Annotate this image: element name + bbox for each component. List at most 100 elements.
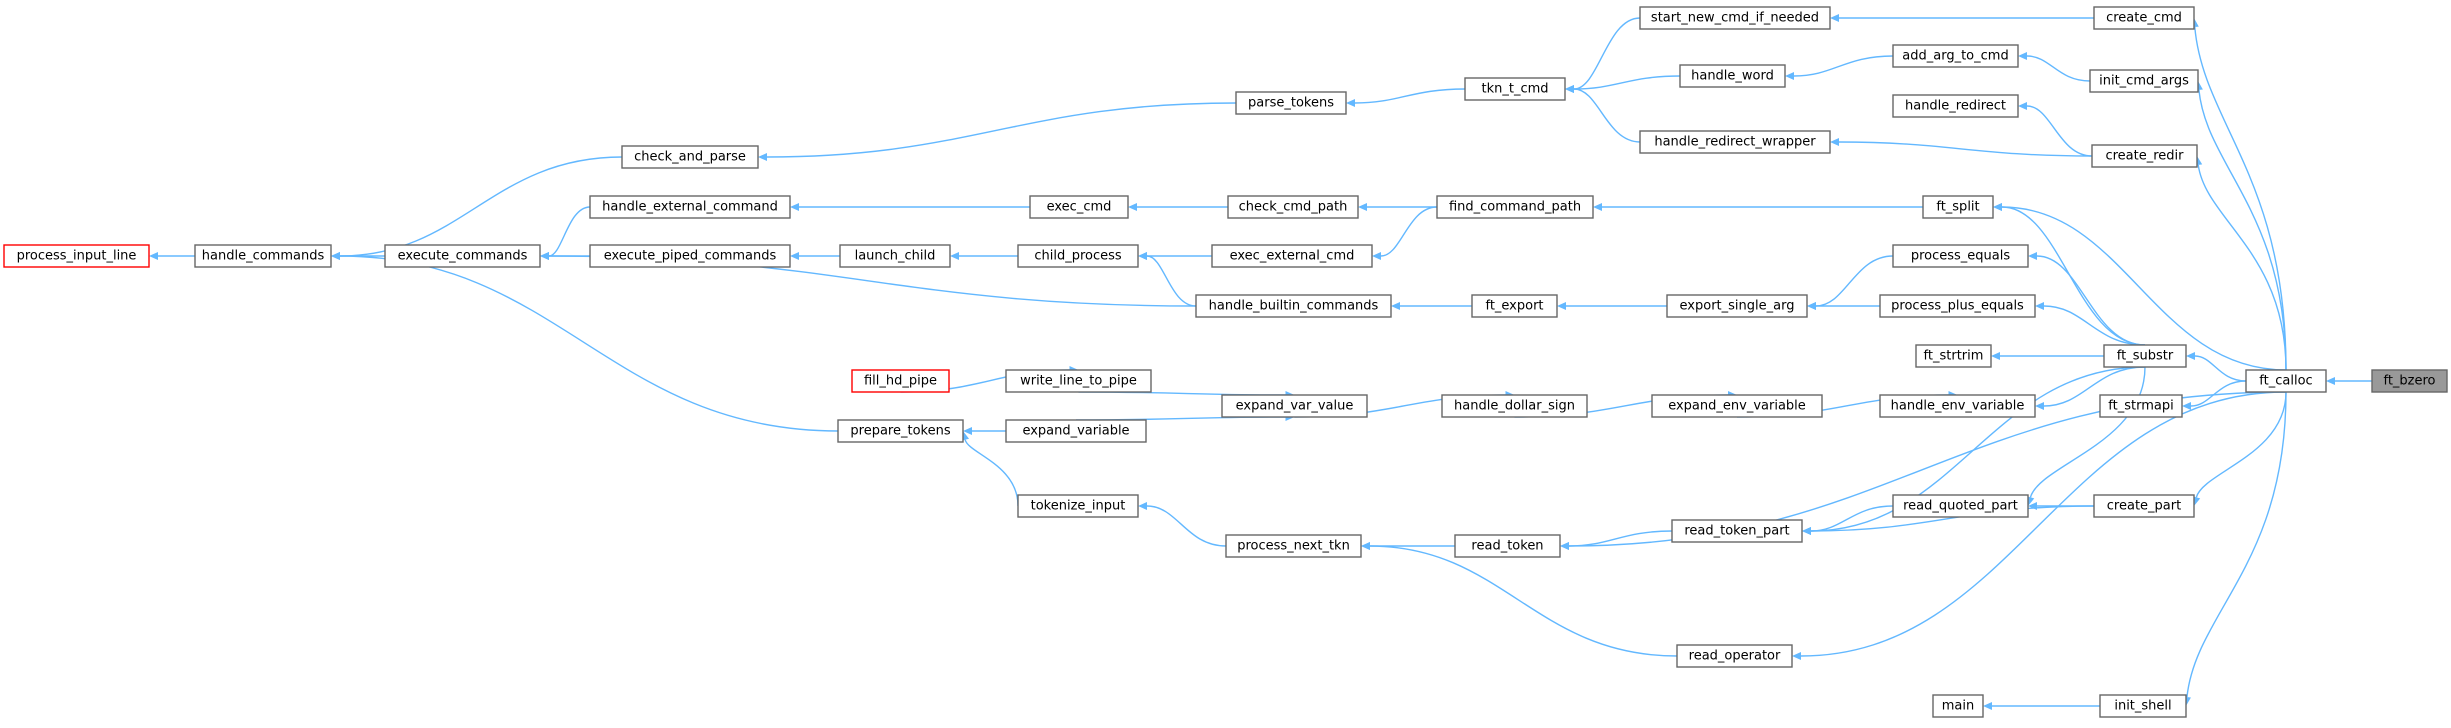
- node-label: exec_external_cmd: [1230, 249, 1355, 264]
- node-check-cmd-path[interactable]: check_cmd_path: [1227, 195, 1359, 219]
- node-handle-redirect[interactable]: handle_redirect: [1892, 94, 2019, 118]
- edge-ft_substr-to-process_equals: [2028, 252, 2146, 346]
- node-label: ft_substr: [2117, 349, 2174, 364]
- node-label: handle_dollar_sign: [1454, 399, 1575, 414]
- node-export-single-arg[interactable]: export_single_arg: [1666, 294, 1808, 318]
- node-expand-env-variable[interactable]: expand_env_variable: [1651, 394, 1823, 418]
- node-child-process[interactable]: child_process: [1017, 244, 1139, 268]
- node-read-token-part[interactable]: read_token_part: [1671, 519, 1803, 543]
- node-label: expand_env_variable: [1668, 399, 1806, 414]
- node-label: start_new_cmd_if_needed: [1651, 11, 1819, 26]
- edge-tkn_t_cmd-to-parse_tokens: [1346, 88, 1466, 107]
- edge-handle_commands-to-process_input_line: [149, 252, 196, 260]
- node-init-cmd-args[interactable]: init_cmd_args: [2089, 69, 2199, 93]
- node-expand-variable[interactable]: expand_variable: [1005, 419, 1147, 443]
- edge-expand_variable-to-prepare_tokens: [963, 427, 1006, 435]
- node-launch-child[interactable]: launch_child: [839, 244, 951, 268]
- node-read-quoted-part[interactable]: read_quoted_part: [1892, 494, 2029, 518]
- node-label: process_input_line: [17, 249, 137, 264]
- node-ft-split[interactable]: ft_split: [1922, 195, 1994, 219]
- edge-ft_split-to-find_command_path: [1593, 203, 1923, 211]
- node-label: find_command_path: [1449, 200, 1581, 215]
- node-handle-builtin-commands[interactable]: handle_builtin_commands: [1195, 294, 1392, 318]
- node-label: exec_cmd: [1047, 200, 1112, 215]
- node-ft-strtrim[interactable]: ft_strtrim: [1915, 344, 1992, 368]
- node-execute-piped-commands[interactable]: execute_piped_commands: [589, 244, 791, 268]
- edge-ft_export-to-handle_builtin_commands: [1391, 302, 1472, 310]
- node-label: init_shell: [2114, 699, 2171, 714]
- node-main[interactable]: main: [1932, 694, 1984, 718]
- node-label: handle_builtin_commands: [1209, 299, 1379, 314]
- node-exec-external-cmd[interactable]: exec_external_cmd: [1211, 244, 1373, 268]
- edge-ft_calloc-to-create_part: [2192, 391, 2287, 506]
- node-label: ft_bzero: [2383, 374, 2435, 389]
- node-process-equals[interactable]: process_equals: [1892, 244, 2029, 268]
- node-process-plus-equals[interactable]: process_plus_equals: [1879, 294, 2036, 318]
- node-ft-bzero[interactable]: ft_bzero: [2371, 369, 2448, 393]
- node-create-cmd[interactable]: create_cmd: [2093, 6, 2195, 30]
- edge-read_token_part-to-read_token: [1560, 530, 1673, 550]
- node-process-input-line[interactable]: process_input_line: [3, 244, 150, 268]
- node-init-shell[interactable]: init_shell: [2099, 694, 2187, 718]
- node-handle-word[interactable]: handle_word: [1679, 64, 1786, 88]
- node-execute-commands[interactable]: execute_commands: [384, 244, 541, 268]
- edge-ft_calloc-to-init_cmd_args: [2194, 81, 2287, 371]
- node-find-command-path[interactable]: find_command_path: [1436, 195, 1594, 219]
- node-create-redir[interactable]: create_redir: [2091, 144, 2198, 168]
- edge-init_cmd_args-to-add_arg_to_cmd: [2018, 52, 2091, 82]
- edge-init_shell-to-main: [1983, 702, 2100, 710]
- edge-ft_substr-to-ft_strtrim: [1991, 352, 2104, 360]
- edge-ft_calloc-to-ft_strmapi: [2182, 380, 2247, 410]
- edge-handle_builtin_commands-to-child_process: [1138, 252, 1197, 307]
- node-label: read_token: [1471, 539, 1543, 554]
- node-label: read_token_part: [1684, 524, 1789, 539]
- node-expand-var-value[interactable]: expand_var_value: [1221, 394, 1368, 418]
- node-ft-strmapi[interactable]: ft_strmapi: [2099, 394, 2183, 418]
- node-fill-hd-pipe[interactable]: fill_hd_pipe: [851, 369, 950, 393]
- node-check-and-parse[interactable]: check_and_parse: [621, 145, 759, 169]
- node-process-next-tkn[interactable]: process_next_tkn: [1225, 534, 1362, 558]
- edge-create_redir-to-handle_redirect_wrapper: [1830, 138, 2093, 157]
- edge-ft_substr-to-read_quoted_part: [2026, 366, 2146, 506]
- edge-ft_calloc-to-read_operator: [1792, 391, 2287, 660]
- node-write-line-to-pipe[interactable]: write_line_to_pipe: [1005, 369, 1152, 393]
- node-label: tkn_t_cmd: [1481, 82, 1548, 97]
- node-handle-external-command[interactable]: handle_external_command: [589, 195, 791, 219]
- node-handle-env-variable[interactable]: handle_env_variable: [1879, 394, 2036, 418]
- node-ft-calloc[interactable]: ft_calloc: [2245, 369, 2327, 393]
- node-label: process_next_tkn: [1237, 539, 1350, 554]
- node-start-new-cmd-if-needed[interactable]: start_new_cmd_if_needed: [1639, 6, 1831, 30]
- node-label: init_cmd_args: [2099, 74, 2189, 89]
- node-ft-export[interactable]: ft_export: [1471, 294, 1558, 318]
- node-handle-redirect-wrapper[interactable]: handle_redirect_wrapper: [1639, 130, 1831, 154]
- node-parse-tokens[interactable]: parse_tokens: [1235, 91, 1347, 115]
- node-add-arg-to-cmd[interactable]: add_arg_to_cmd: [1892, 44, 2019, 68]
- node-tkn-t-cmd[interactable]: tkn_t_cmd: [1464, 77, 1566, 101]
- edge-process_plus_equals-to-export_single_arg: [1807, 302, 1880, 310]
- edge-ft_bzero-to-ft_calloc: [2326, 377, 2372, 385]
- node-label: ft_calloc: [2259, 374, 2312, 389]
- edge-ft_substr-to-process_plus_equals: [2035, 302, 2146, 346]
- node-exec-cmd[interactable]: exec_cmd: [1029, 195, 1129, 219]
- node-read-operator[interactable]: read_operator: [1676, 644, 1793, 668]
- node-tokenize-input[interactable]: tokenize_input: [1017, 494, 1139, 518]
- node-label: ft_export: [1485, 299, 1543, 314]
- node-create-part[interactable]: create_part: [2093, 494, 2195, 518]
- node-label: handle_word: [1691, 69, 1774, 84]
- edge-check_cmd_path-to-exec_cmd: [1128, 203, 1229, 211]
- node-prepare-tokens[interactable]: prepare_tokens: [837, 419, 964, 443]
- edge-ft_calloc-to-init_shell: [2182, 391, 2287, 706]
- edge-exec_cmd-to-handle_external_command: [790, 203, 1030, 211]
- node-label: expand_variable: [1022, 424, 1129, 439]
- node-label: process_equals: [1911, 249, 2011, 264]
- node-label: handle_redirect_wrapper: [1654, 135, 1816, 150]
- node-read-token[interactable]: read_token: [1454, 534, 1561, 558]
- node-label: launch_child: [855, 249, 936, 264]
- node-handle-dollar-sign[interactable]: handle_dollar_sign: [1441, 394, 1588, 418]
- node-label: read_quoted_part: [1903, 499, 2018, 514]
- node-ft-substr[interactable]: ft_substr: [2103, 344, 2187, 368]
- node-handle-commands[interactable]: handle_commands: [194, 244, 332, 268]
- edge-ft_calloc-to-ft_split: [1993, 203, 2287, 371]
- edge-find_command_path-to-exec_external_cmd: [1372, 206, 1438, 260]
